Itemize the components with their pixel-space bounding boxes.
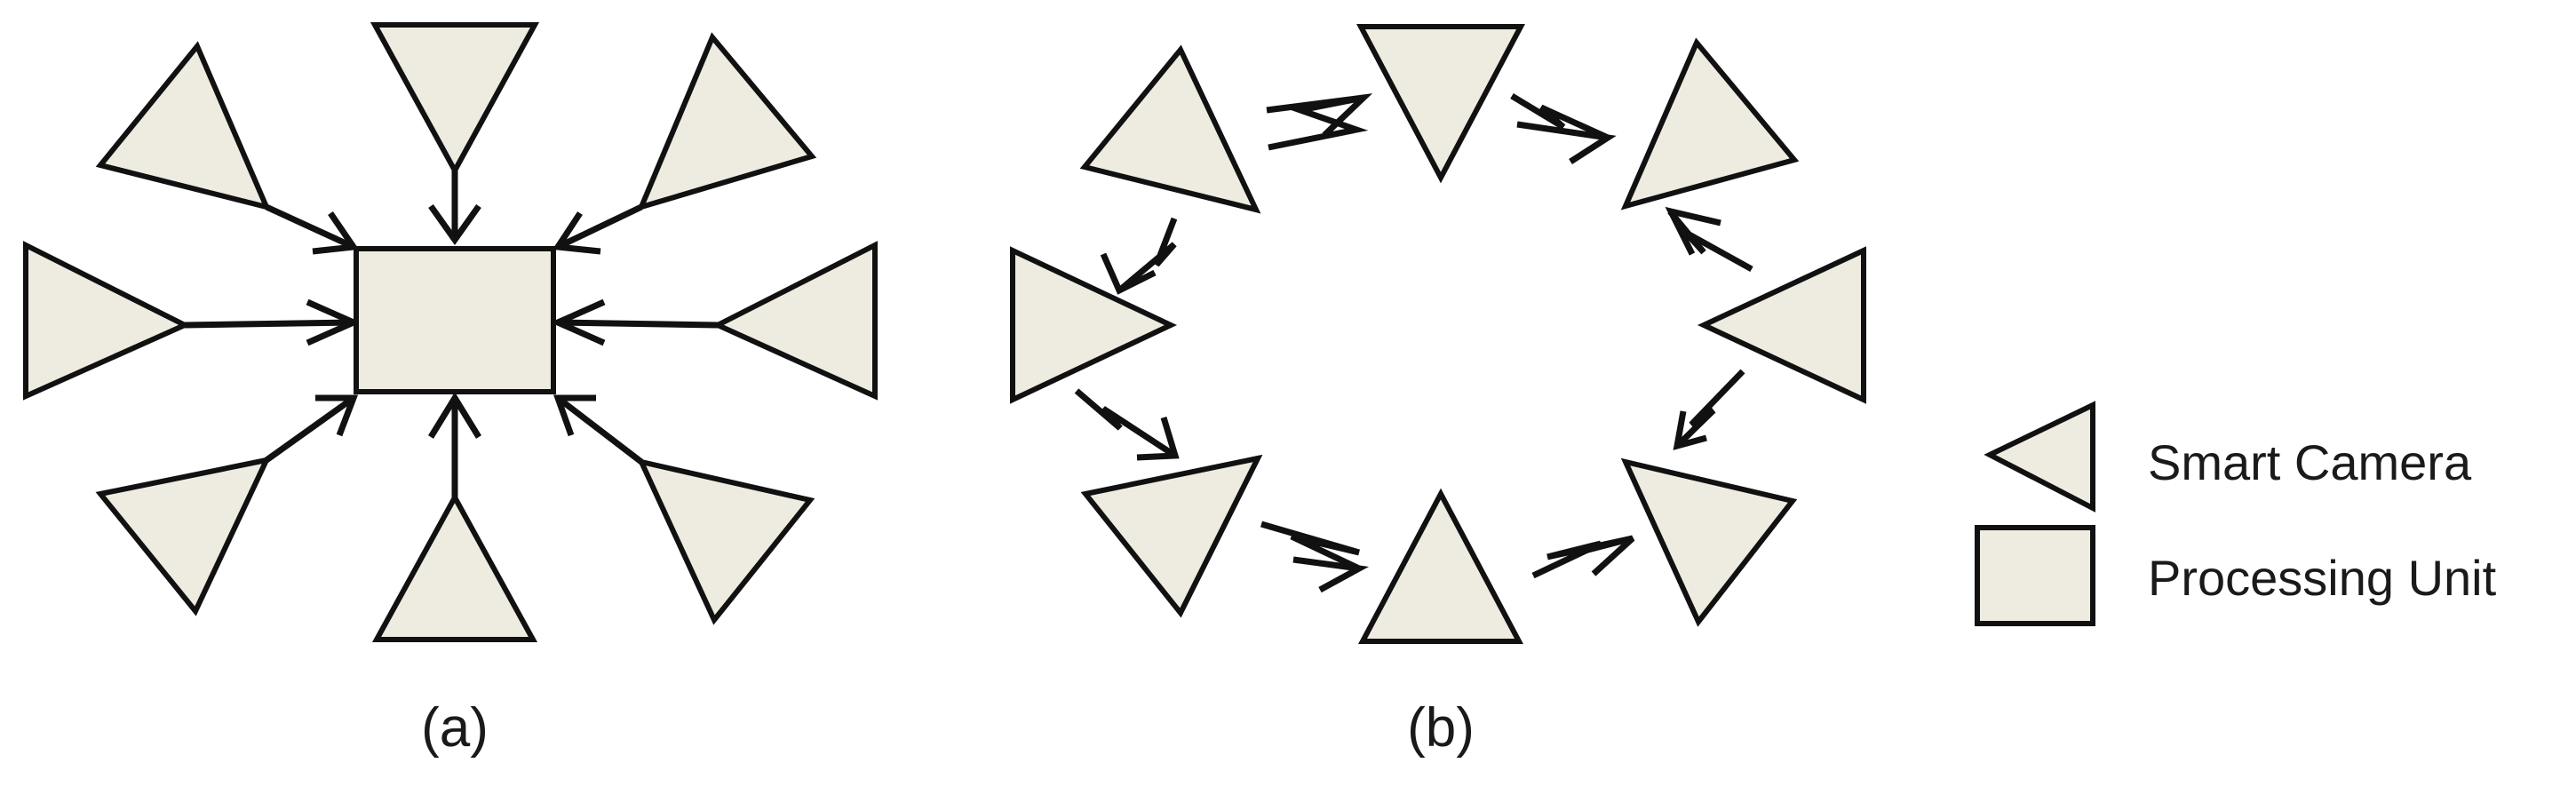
link-left-to-bottom-left bbox=[1074, 388, 1180, 461]
ring-camera-top-left-triangle bbox=[1079, 44, 1261, 214]
link-top-left-camera-to-unit bbox=[265, 203, 360, 255]
triangle-icon bbox=[1984, 401, 2095, 513]
star-cameras bbox=[23, 22, 878, 642]
link-top-right-camera-to-unit bbox=[552, 203, 643, 255]
link-bottom-to-bottom-right bbox=[1531, 535, 1635, 579]
link-right-camera-to-unit bbox=[550, 298, 719, 346]
camera-top-left-triangle bbox=[95, 41, 272, 211]
panel-b-ring-topology: (b) bbox=[1010, 24, 1866, 759]
ring-camera-bottom-left-triangle bbox=[1080, 454, 1263, 618]
link-left-camera-to-unit bbox=[184, 298, 362, 346]
camera-left-triangle bbox=[23, 241, 191, 401]
processing-unit-square bbox=[354, 246, 556, 394]
ring-camera-top-right-triangle bbox=[1620, 37, 1800, 211]
link-top-right-to-right bbox=[1665, 206, 1753, 273]
camera-bottom-right-triangle bbox=[636, 457, 815, 625]
camera-bottom-left-triangle bbox=[95, 456, 272, 616]
ring-links bbox=[1074, 93, 1753, 593]
link-bottom-left-to-bottom bbox=[1260, 521, 1370, 593]
legend-label-smart-camera: Smart Camera bbox=[2148, 434, 2472, 490]
link-bottom-left-camera-to-unit bbox=[264, 394, 359, 463]
camera-top-triangle bbox=[370, 22, 540, 177]
link-top-left-to-top bbox=[1266, 93, 1373, 151]
link-top-to-top-right bbox=[1510, 93, 1617, 164]
star-links bbox=[184, 171, 719, 497]
legend: Smart Camera Processing Unit bbox=[1975, 401, 2497, 626]
ring-camera-top-triangle bbox=[1356, 24, 1525, 184]
camera-right-triangle bbox=[712, 241, 878, 401]
ring-camera-right-triangle bbox=[1697, 246, 1866, 404]
camera-top-right-triangle bbox=[636, 32, 817, 211]
panel-a-caption: (a) bbox=[421, 697, 489, 759]
link-top-left-to-left bbox=[1100, 217, 1178, 295]
ring-cameras bbox=[1010, 24, 1866, 644]
ring-camera-bottom-triangle bbox=[1358, 488, 1523, 644]
link-bottom-right-camera-to-unit bbox=[553, 394, 644, 465]
legend-label-processing-unit: Processing Unit bbox=[2148, 550, 2497, 606]
panel-b-caption: (b) bbox=[1407, 697, 1475, 759]
link-bottom-camera-to-unit bbox=[428, 392, 481, 497]
square-icon bbox=[1975, 525, 2095, 626]
link-top-camera-to-unit bbox=[428, 171, 481, 246]
legend-item-processing-unit: Processing Unit bbox=[1975, 525, 2497, 626]
legend-item-smart-camera: Smart Camera bbox=[1984, 401, 2472, 513]
link-right-to-bottom-right bbox=[1673, 369, 1745, 450]
ring-camera-left-triangle bbox=[1010, 246, 1178, 404]
ring-camera-bottom-right-triangle bbox=[1620, 457, 1798, 627]
panel-a-star-topology: (a) bbox=[23, 22, 878, 759]
camera-bottom-triangle bbox=[371, 491, 538, 642]
